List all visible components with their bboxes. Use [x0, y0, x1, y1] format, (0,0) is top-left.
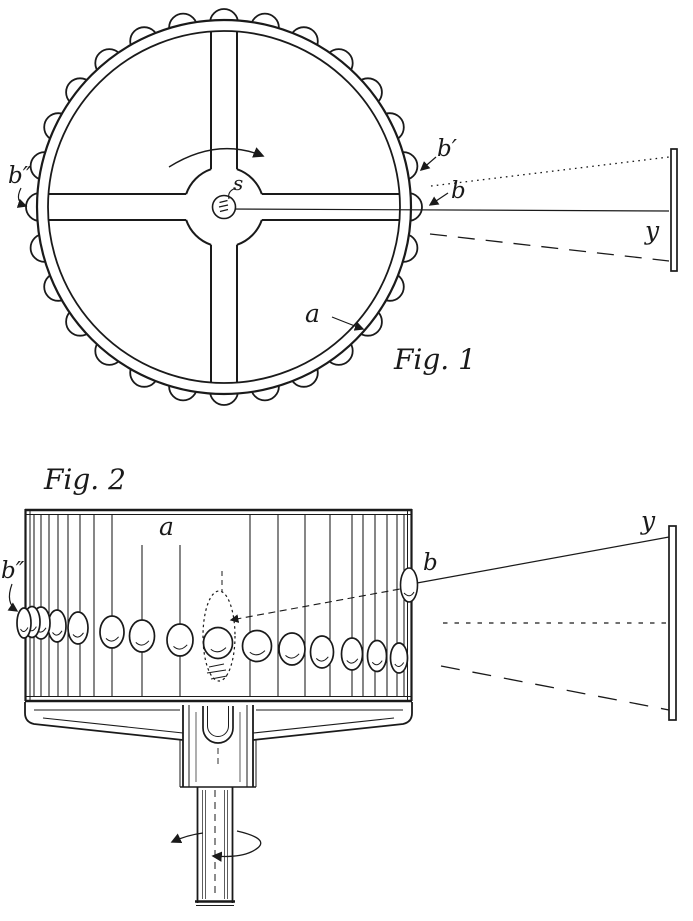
fig2-lens [67, 611, 89, 645]
fig2-lens-highlight [72, 632, 84, 638]
fig1-label-b-double-prime: b″ [8, 163, 32, 189]
fig2: Fig. 2 a b b″ y [1, 463, 677, 907]
fig1-leader-b [428, 192, 449, 206]
fig1-label-a: a [305, 299, 320, 328]
fig1-leader-s [228, 187, 237, 200]
fig2-lens-highlight [394, 662, 405, 667]
fig1-screen [670, 148, 678, 272]
fig1-ray-long-dash [429, 233, 670, 262]
fig2-drum-outline [24, 508, 413, 703]
fig2-label-y: y [640, 506, 656, 535]
fig2-lens-highlight [135, 640, 150, 646]
fig2-lens-highlight [346, 658, 359, 664]
fig2-hidden-lens-hatch [206, 663, 228, 680]
fig2-lens [340, 637, 364, 671]
fig2-lens [278, 632, 306, 666]
fig2-lens-b [399, 567, 419, 603]
fig1-spokes [48, 31, 400, 383]
fig2-lens [128, 619, 156, 653]
fig2-lens [99, 615, 125, 649]
fig2-lens-highlight [105, 636, 119, 642]
fig2-label-b: b [423, 550, 438, 576]
fig1-label-s: s [233, 171, 243, 195]
fig2-label-a: a [159, 512, 174, 541]
fig2-lens [309, 635, 335, 669]
fig1-leader-b-prime [419, 156, 437, 171]
fig2-lens-highlight [285, 653, 300, 659]
fig2-leader-b-double-prime [7, 583, 19, 612]
fig1: b″ b′ b a s y Fig. 1 [8, 8, 678, 406]
fig2-lens [389, 642, 409, 674]
fig2-lens [202, 626, 234, 660]
fig2-lens-highlight [210, 647, 227, 653]
fig1-rim-inner-circle [47, 30, 401, 384]
fig2-lens-highlight [371, 660, 383, 666]
fig2-lens [166, 623, 194, 657]
fig2-hub-slot [202, 706, 234, 744]
fig2-ray-long-dash [440, 665, 670, 711]
fig1-label-y: y [644, 216, 660, 245]
fig1-filament-mark [218, 199, 229, 213]
fig2-lens-highlight [52, 630, 63, 636]
fig2-lens-highlight [20, 627, 29, 632]
fig2-lens [241, 629, 273, 663]
fig2-shaft [195, 787, 235, 907]
fig2-lens-highlight [173, 644, 188, 650]
fig1-hub-ring [185, 168, 263, 246]
fig1-leader-a [331, 316, 365, 331]
fig2-lens-highlight [249, 650, 266, 656]
fig1-rotation-arrow [168, 147, 265, 168]
fig2-hidden-lens-dotted [202, 590, 236, 682]
fig2-lens-highlight [315, 656, 329, 662]
fig2-rotation-arrow-back [170, 832, 204, 843]
fig2-caption: Fig. 2 [43, 463, 126, 496]
fig1-ray-solid [223, 208, 670, 212]
fig2-rotation-arrow-front [211, 830, 262, 862]
fig2-lens [366, 639, 388, 673]
fig1-label-b: b [451, 178, 466, 204]
fig1-ray-dotted [430, 156, 670, 187]
fig2-lens-row [16, 605, 409, 674]
fig2-base-cone [24, 702, 413, 741]
fig2-ray-solid [416, 536, 670, 584]
fig2-screen [668, 525, 677, 721]
fig1-label-b-prime: b′ [437, 136, 458, 162]
fig1-caption: Fig. 1 [393, 343, 476, 376]
fig2-hub-block [179, 705, 257, 788]
fig2-label-b-double-prime: b″ [1, 558, 25, 584]
fig2-internal-dashed-ray [229, 586, 412, 623]
fig1-source-circle [211, 194, 237, 220]
fig1-leader-b-double-prime [16, 187, 28, 208]
fig2-lens [16, 607, 32, 639]
